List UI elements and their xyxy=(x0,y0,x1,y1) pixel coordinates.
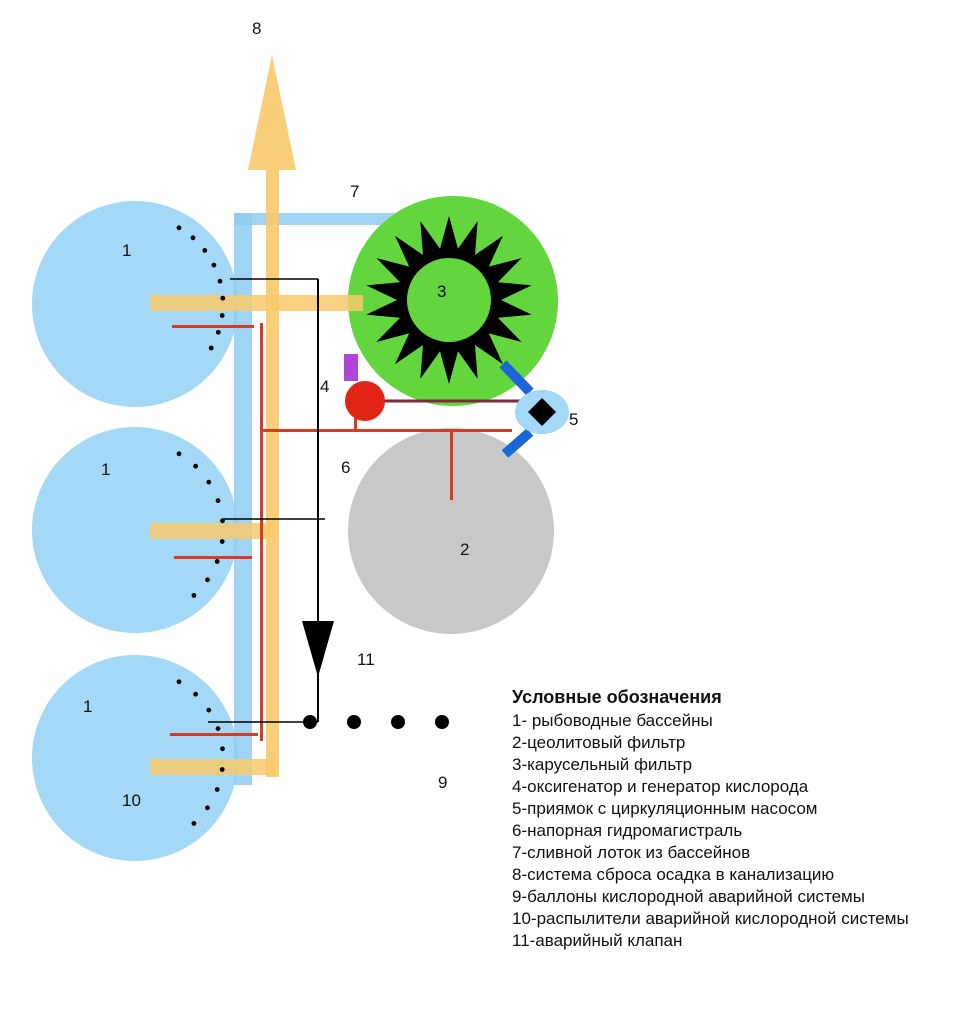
pump-arm-lower xyxy=(501,428,534,458)
label-pressure-line: 6 xyxy=(341,458,350,477)
sprayer-dot xyxy=(219,539,225,544)
legend-item: 7-сливной лоток из бассейнов xyxy=(512,843,751,862)
pressure-branch-zeolite xyxy=(450,430,453,500)
legend: Условные обозначения 1- рыбоводные бассе… xyxy=(512,686,952,952)
sprayer-dot xyxy=(205,805,210,811)
label-pool-middle: 1 xyxy=(101,460,110,479)
label-emergency-sprayers: 10 xyxy=(122,791,141,810)
label-emergency-valve: 11 xyxy=(357,650,375,669)
label-pool-top: 1 xyxy=(122,241,131,260)
legend-item: 9-баллоны кислородной аварийной системы xyxy=(512,887,865,906)
label-oxygen-cylinders: 9 xyxy=(438,773,447,792)
pressure-branch-top xyxy=(172,325,254,328)
zeolite-filter xyxy=(348,428,554,634)
pressure-branch-oxygenator xyxy=(354,418,357,431)
sprayer-dot xyxy=(176,225,182,231)
sprayer-dot xyxy=(214,559,220,564)
sprayer-dot xyxy=(208,345,214,351)
label-pump-pit: 5 xyxy=(569,410,578,429)
sprayer-dot xyxy=(176,679,182,685)
legend-item: 3-карусельный фильтр xyxy=(512,755,693,774)
fish-pool-middle xyxy=(32,427,238,633)
legend-item: 1- рыбоводные бассейны xyxy=(512,711,713,730)
label-zeolite-filter: 2 xyxy=(460,540,469,559)
pressure-branch-middle xyxy=(174,556,252,559)
legend-item: 10-распылители аварийной кислородной сис… xyxy=(512,909,909,928)
sprayer-dot xyxy=(211,262,217,268)
sprayer-dot xyxy=(193,463,199,469)
pump-arm-upper xyxy=(499,360,534,396)
oxygen-cylinder xyxy=(391,715,405,729)
oxygen-generator xyxy=(344,354,358,381)
pressure-line-vertical xyxy=(260,323,263,741)
oxygenator xyxy=(345,381,385,421)
sprayer-dot xyxy=(191,593,197,598)
emergency-valve-icon xyxy=(302,621,334,677)
label-pool-bottom: 1 xyxy=(83,697,92,716)
sediment-arrow-head xyxy=(248,55,296,170)
fish-pool-bottom xyxy=(32,655,238,861)
sprayer-dot xyxy=(205,577,210,583)
pressure-branch-bottom xyxy=(170,733,258,736)
pressure-line-main xyxy=(260,429,512,432)
label-oxygenator: 4 xyxy=(320,377,329,396)
emergency-sprayers xyxy=(176,225,226,826)
sprayer-dot xyxy=(219,767,225,772)
sprayer-dot xyxy=(190,235,196,241)
sprayer-dot xyxy=(215,726,221,731)
sprayer-dot xyxy=(206,707,212,713)
sediment-branch-top xyxy=(150,295,363,311)
sprayer-dot xyxy=(193,691,199,697)
drain-tray-horizontal xyxy=(234,213,402,225)
fish-pool-top xyxy=(32,201,238,407)
sprayer-dot xyxy=(206,479,212,485)
sprayer-dot xyxy=(215,329,221,335)
circulation-pump-icon xyxy=(528,398,556,426)
sprayer-dot xyxy=(215,498,221,503)
sprayer-dot xyxy=(191,821,197,826)
drain-tray-vertical xyxy=(234,213,252,785)
sprayer-dot xyxy=(217,278,223,284)
oxygen-cylinder xyxy=(303,715,317,729)
carousel-filter-core xyxy=(407,258,491,342)
sprayer-dot xyxy=(220,518,225,524)
legend-item: 5-приямок с циркуляционным насосом xyxy=(512,799,818,818)
oxygen-cylinder xyxy=(347,715,361,729)
legend-item: 2-цеолитовый фильтр xyxy=(512,733,686,752)
legend-item: 6-напорная гидромагистраль xyxy=(512,821,743,840)
legend-title: Условные обозначения xyxy=(512,687,722,707)
legend-item: 4-оксигенатор и генератор кислорода xyxy=(512,777,809,796)
legend-item: 11-аварийный клапан xyxy=(512,931,683,950)
oxygen-cylinder xyxy=(435,715,449,729)
legend-item: 8-система сброса осадка в канализацию xyxy=(512,865,835,884)
sprayer-dot xyxy=(202,248,208,253)
label-drain-tray: 7 xyxy=(350,182,359,201)
label-sediment-discharge: 8 xyxy=(252,19,261,38)
sprayer-dot xyxy=(219,313,225,318)
sprayer-dot xyxy=(214,787,220,792)
sprayer-dot xyxy=(220,746,225,752)
sediment-branch-bottom xyxy=(150,759,276,775)
sprayer-dot xyxy=(176,451,182,457)
sediment-branch-middle xyxy=(150,523,276,539)
label-carousel-filter: 3 xyxy=(437,282,446,301)
sediment-pipe-vertical xyxy=(266,170,279,777)
sprayer-dot xyxy=(220,295,226,301)
